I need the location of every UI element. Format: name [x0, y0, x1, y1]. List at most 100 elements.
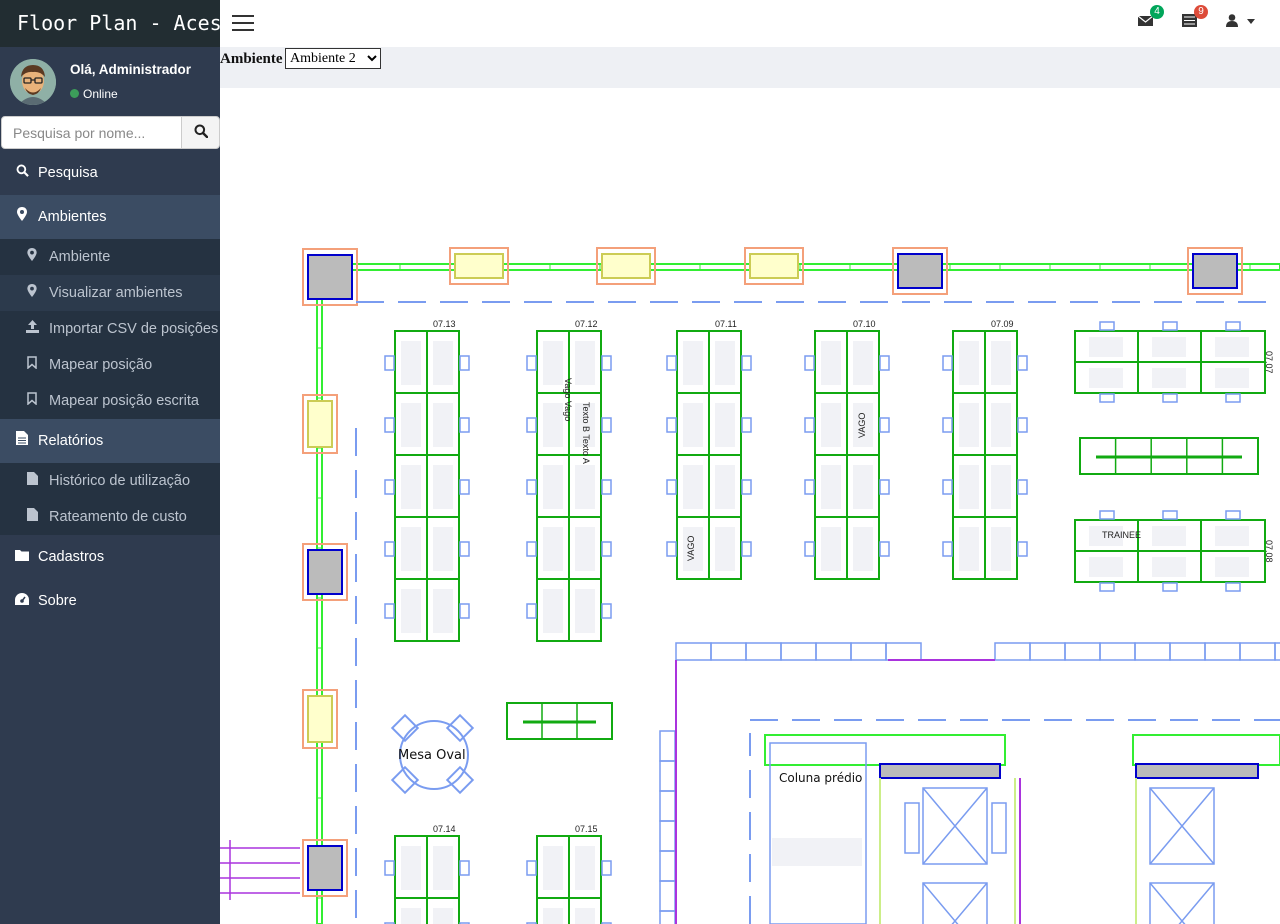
- folder-icon: [14, 535, 30, 579]
- partition-panel: [994, 642, 1031, 661]
- environment-select[interactable]: Ambiente 2: [285, 48, 381, 69]
- messages-button[interactable]: 4: [1137, 5, 1164, 32]
- sidebar-menu: Pesquisa Ambientes Ambiente Visualizar a…: [0, 151, 220, 623]
- user-panel: Olá, Administrador Online: [0, 47, 220, 117]
- chair: [879, 541, 890, 557]
- submenu-item-label: Histórico de utilização: [49, 473, 191, 489]
- chair: [1162, 510, 1178, 520]
- search-icon: [14, 151, 30, 195]
- desk-placeholder: [772, 838, 862, 866]
- desk-placeholder: [543, 527, 563, 571]
- chair: [804, 541, 815, 557]
- submenu-item-visualizar-ambientes[interactable]: Visualizar ambientes: [0, 275, 220, 311]
- search-input[interactable]: [1, 116, 182, 149]
- desk-placeholder: [543, 846, 563, 890]
- magenta-wall: [675, 659, 995, 924]
- window: [307, 695, 333, 743]
- submenu-item-importar-csv[interactable]: Importar CSV de posições: [0, 311, 220, 347]
- avatar: [10, 59, 56, 105]
- dashboard-icon: [14, 579, 30, 623]
- desk-placeholder: [543, 403, 563, 447]
- desk-placeholder: [1215, 368, 1249, 388]
- sidebar-toggle-icon[interactable]: [232, 15, 254, 36]
- chair: [384, 603, 395, 619]
- desk-placeholder: [401, 341, 421, 385]
- storage-unit: [1079, 437, 1259, 475]
- search-button[interactable]: [181, 116, 220, 149]
- menu-item-label: Pesquisa: [38, 165, 98, 181]
- elevator: [1149, 882, 1215, 924]
- pillar-frame: [302, 689, 338, 749]
- desk-placeholder: [991, 527, 1011, 571]
- menu-item-label: Ambientes: [38, 209, 107, 225]
- tasks-button[interactable]: 9: [1182, 5, 1208, 32]
- desk-placeholder: [715, 341, 735, 385]
- desk-placeholder: [433, 908, 453, 924]
- menu-item-relatorios[interactable]: Relatórios: [0, 419, 220, 463]
- desk-placeholder: [433, 341, 453, 385]
- chair: [390, 765, 420, 795]
- cluster-label: 07.08: [1264, 540, 1274, 563]
- core-frame: [1132, 734, 1280, 766]
- pillar-frame: [596, 247, 656, 285]
- map-marker-icon: [24, 239, 40, 275]
- menu-item-cadastros[interactable]: Cadastros: [0, 535, 220, 579]
- submenu-item-label: Rateamento de custo: [49, 509, 187, 525]
- chair: [526, 922, 537, 924]
- desk-placeholder: [959, 341, 979, 385]
- menu-item-sobre[interactable]: Sobre: [0, 579, 220, 623]
- chair: [879, 479, 890, 495]
- desk-placeholder: [543, 908, 563, 924]
- app-logo[interactable]: Floor Plan - Acesoft: [0, 0, 258, 47]
- chair: [1099, 393, 1115, 403]
- desk-placeholder: [959, 527, 979, 571]
- desk-placeholder: [821, 527, 841, 571]
- chair: [459, 603, 470, 619]
- menu-item-ambientes[interactable]: Ambientes: [0, 195, 220, 239]
- user-status: Online: [70, 87, 118, 101]
- chair: [601, 355, 612, 371]
- elevator-door: [904, 802, 920, 854]
- desk-placeholder: [543, 589, 563, 633]
- desk-placeholder: [1215, 526, 1249, 546]
- desk-placeholder: [1152, 368, 1186, 388]
- submenu-item-label: Mapear posição escrita: [49, 393, 199, 409]
- menu-item-label: Cadastros: [38, 549, 105, 565]
- chair: [459, 541, 470, 557]
- chair: [1225, 321, 1241, 331]
- partition-panel: [1064, 642, 1101, 661]
- core-beam: [879, 763, 1001, 779]
- menu-item-pesquisa[interactable]: Pesquisa: [0, 151, 220, 195]
- desk-label: Texto B Texto A: [581, 402, 591, 464]
- desk-placeholder: [991, 341, 1011, 385]
- submenu-item-rateamento[interactable]: Rateamento de custo: [0, 499, 220, 535]
- partition-panel: [710, 642, 747, 661]
- cluster-label: 07.09: [991, 319, 1014, 329]
- submenu-item-label: Mapear posição: [49, 357, 153, 373]
- user-menu-button[interactable]: [1226, 14, 1256, 32]
- elevator-cross: [922, 882, 988, 924]
- envelope-icon: [1137, 15, 1154, 26]
- window: [601, 253, 651, 279]
- desk-placeholder: [853, 341, 873, 385]
- submenu-relatorios: Histórico de utilização Rateamento de cu…: [0, 463, 220, 535]
- desk-placeholder: [683, 341, 703, 385]
- submenu-item-mapear-posicao-escrita[interactable]: Mapear posição escrita: [0, 383, 220, 419]
- partition-panel: [885, 642, 922, 661]
- dashed-boundary: [355, 301, 1280, 924]
- desk-label: VAGO: [686, 536, 696, 561]
- desk-placeholder: [401, 465, 421, 509]
- core-beam: [1135, 763, 1259, 779]
- submenu-item-historico[interactable]: Histórico de utilização: [0, 463, 220, 499]
- cluster-label: 07.13: [433, 319, 456, 329]
- desk-placeholder: [1089, 557, 1123, 577]
- chair: [601, 417, 612, 433]
- submenu-item-label: Visualizar ambientes: [49, 285, 183, 301]
- submenu-item-ambiente[interactable]: Ambiente: [0, 239, 220, 275]
- chair: [459, 355, 470, 371]
- submenu-item-mapear-posicao[interactable]: Mapear posição: [0, 347, 220, 383]
- pillar-frame: [302, 839, 348, 897]
